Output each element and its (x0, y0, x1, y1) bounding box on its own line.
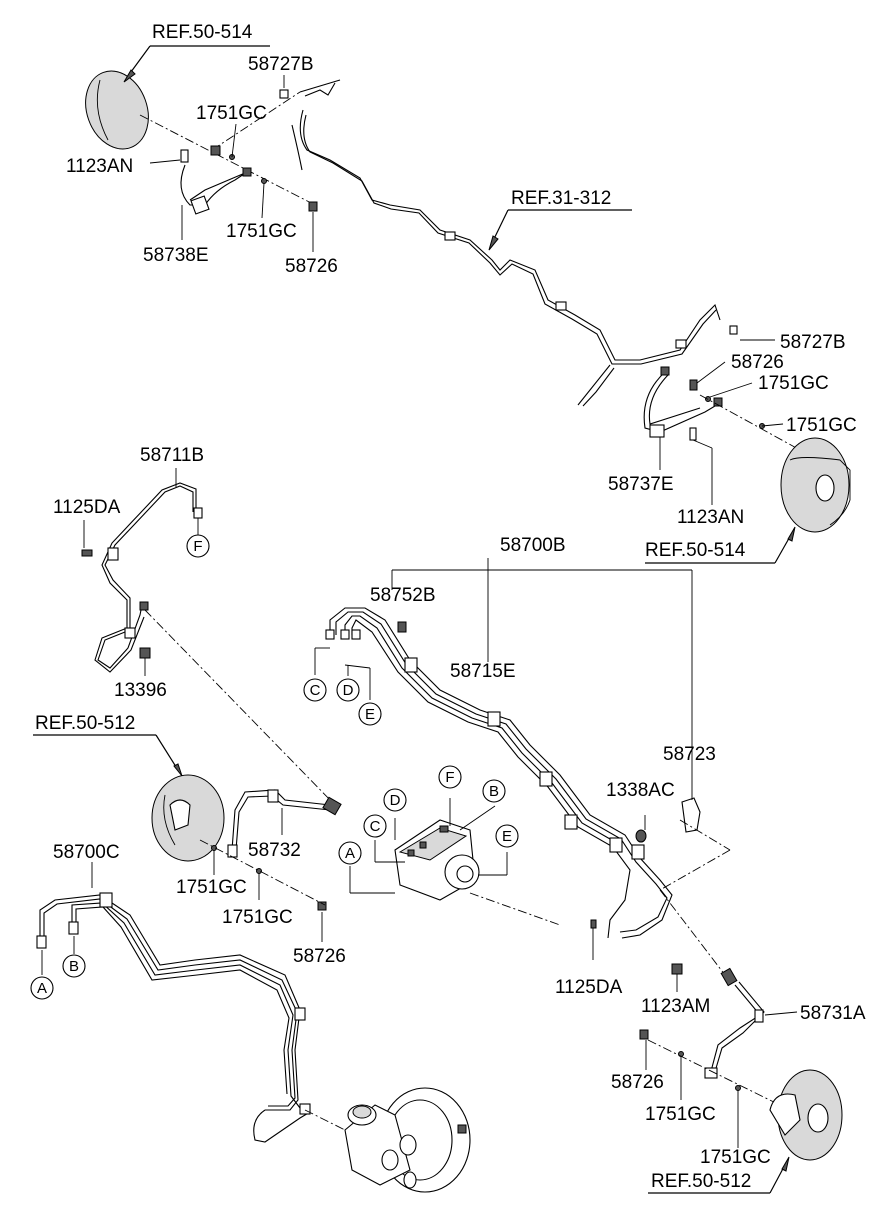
marker-f-hecu: F (438, 765, 462, 789)
marker-a-left: A (30, 976, 54, 1000)
svg-text:E: E (365, 706, 375, 723)
rear-left-brake-assembly (85, 45, 318, 252)
tube-58711b (81, 468, 336, 806)
label-13396: 13396 (114, 680, 167, 701)
label-1751gc-mid-1: 1751GC (176, 877, 247, 898)
label-58700c: 58700C (53, 842, 120, 863)
marker-b-left: B (62, 954, 86, 978)
svg-text:D: D (390, 792, 401, 809)
marker-f-top: F (186, 534, 210, 558)
svg-text:B: B (69, 958, 79, 975)
marker-c-upper: C (303, 678, 327, 702)
label-58700b: 58700B (500, 535, 566, 556)
master-cylinder (344, 1087, 471, 1193)
marker-d-hecu: D (383, 788, 407, 812)
svg-text:E: E (502, 828, 512, 845)
label-58752b: 58752B (370, 585, 436, 606)
label-1125da-right: 1125DA (555, 977, 623, 998)
label-1338ac: 1338AC (606, 780, 675, 801)
front-right-brake-assembly (590, 889, 843, 1194)
label-58715e: 58715E (450, 661, 516, 682)
label-1751gc-bottom-2: 1751GC (700, 1147, 771, 1168)
label-1125da-left: 1125DA (53, 497, 121, 518)
label-58727b-right: 58727B (780, 332, 846, 353)
svg-text:F: F (445, 769, 454, 786)
svg-text:C: C (310, 682, 321, 699)
svg-text:F: F (193, 538, 202, 555)
rear-brake-line (291, 79, 721, 407)
label-58732: 58732 (248, 840, 301, 861)
front-left-brake-assembly (33, 734, 342, 942)
label-58727b-top: 58727B (248, 54, 314, 75)
label-58726-bottom: 58726 (611, 1072, 664, 1093)
label-58726-mid: 58726 (293, 946, 346, 967)
part-labels: REF.50-514 58727B 1751GC 1123AN 1751GC 5… (35, 22, 866, 1192)
label-1751gc-right-1: 1751GC (758, 373, 829, 394)
svg-text:D: D (343, 682, 354, 699)
label-1751gc-bottom-1: 1751GC (645, 1104, 716, 1125)
label-58738e: 58738E (143, 245, 209, 266)
label-1751gc-top-1: 1751GC (196, 103, 267, 124)
label-ref-50-512-bottom: REF.50-512 (651, 1171, 751, 1192)
label-1123an-right: 1123AN (677, 507, 744, 528)
marker-e-hecu: E (495, 824, 519, 848)
hecu-unit (349, 798, 561, 926)
svg-text:A: A (37, 980, 47, 997)
connection-markers: F C D E F D B C (30, 534, 519, 1000)
label-1751gc-top-2: 1751GC (226, 221, 297, 242)
rear-left-backing-plate (85, 70, 149, 150)
marker-d-upper: D (336, 678, 360, 702)
marker-a-hecu: A (338, 841, 362, 865)
tube-58700c (36, 862, 346, 1143)
label-1123an-top: 1123AN (66, 156, 133, 177)
marker-b-hecu: B (482, 779, 506, 803)
label-1751gc-right-2: 1751GC (786, 415, 857, 436)
label-58726-right: 58726 (731, 352, 784, 373)
svg-text:A: A (345, 845, 355, 862)
label-58711b: 58711B (140, 445, 204, 466)
rear-right-brake-assembly (643, 325, 851, 564)
label-1751gc-mid-2: 1751GC (222, 907, 293, 928)
tube-58700b (314, 558, 731, 939)
label-ref-50-512-left: REF.50-512 (35, 713, 135, 734)
label-ref-50-514-right: REF.50-514 (645, 540, 746, 561)
marker-c-hecu: C (363, 814, 387, 838)
label-58731a: 58731A (800, 1003, 866, 1024)
label-58726-top: 58726 (285, 256, 338, 277)
rear-right-disc (780, 437, 850, 533)
label-ref-31-312: REF.31-312 (511, 188, 611, 209)
label-58723: 58723 (663, 744, 716, 765)
label-1123am: 1123AM (641, 996, 710, 1017)
label-ref-50-514-top: REF.50-514 (152, 22, 253, 43)
svg-text:B: B (489, 783, 499, 800)
svg-text:C: C (370, 818, 381, 835)
marker-e-upper: E (358, 702, 382, 726)
label-58737e: 58737E (608, 474, 674, 495)
